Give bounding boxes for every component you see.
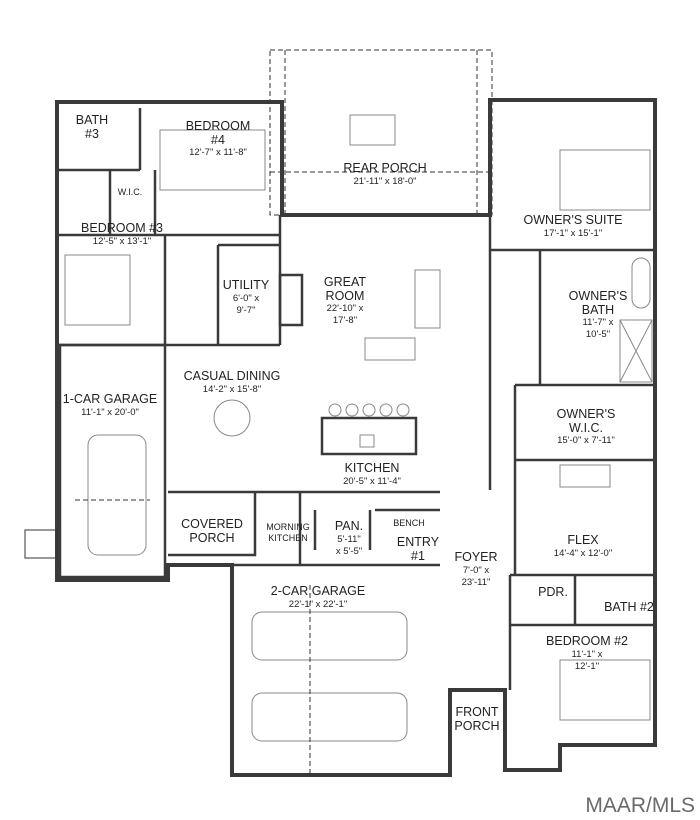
sofa-icon (559, 464, 611, 488)
casual-dining-dimensions: 14'-2" x 15'-8" (203, 384, 261, 395)
powder-label: PDR. (538, 585, 568, 599)
owners-suite-label: OWNER'S SUITE (524, 213, 623, 227)
rear-porch-outline (269, 49, 493, 216)
kitchen-dimensions: 20'-5" x 11'-4" (343, 476, 401, 487)
pantry-dimensions: 5'-11" (337, 534, 361, 545)
great-room-dimensions: 22'-10" x (327, 303, 364, 314)
sofa-icon (364, 337, 416, 361)
great-room-dimensions-2: 17'-8" (333, 315, 357, 326)
utility-dimensions-2: 9'-7" (237, 305, 256, 316)
bedroom-2-label: BEDROOM #2 (546, 634, 628, 648)
two-car-garage-dimensions: 22'-1" x 22'-1" (289, 599, 347, 610)
covered-porch-label-sub: PORCH (189, 531, 234, 545)
bedroom-4-label-sub: #4 (211, 133, 225, 147)
rear-porch-dimensions: 21'-11" x 18'-0" (353, 176, 416, 187)
owners-wic-dimensions: 15'-0" x 7'-11" (557, 435, 615, 446)
car-icon (251, 611, 408, 661)
owners-wic-label: OWNER'S (557, 407, 616, 421)
front-porch-label-sub: PORCH (454, 719, 499, 733)
one-car-garage-dimensions: 11'-1" x 20'-0" (81, 407, 139, 418)
foyer-dimensions-2: 23'-11" (462, 577, 491, 588)
rear-porch-label: REAR PORCH (343, 161, 426, 175)
dining-table (213, 399, 251, 437)
entry-1-label: ENTRY (397, 535, 440, 549)
kitchen-island (320, 416, 418, 456)
car-icon (87, 434, 147, 556)
owners-wic-label-sub: W.I.C. (569, 421, 603, 435)
walls (24, 49, 657, 777)
pantry-dimensions-2: x 5'-5" (336, 546, 362, 557)
owners-bath-dimensions: 11'-7" x (583, 317, 614, 328)
kitchen-label: KITCHEN (345, 461, 400, 475)
pantry-label: PAN. (335, 519, 363, 533)
bedroom-4-label: BEDROOM (186, 119, 251, 133)
bedroom-2-dimensions-2: 12'-1" (575, 661, 599, 672)
great-room-label: GREAT (324, 275, 366, 289)
bench-label: BENCH (393, 518, 425, 528)
morning-kitchen-label-sub: KITCHEN (268, 533, 308, 543)
bed-icon (159, 129, 266, 191)
morning-kitchen-label: MORNING (266, 522, 310, 532)
tub-icon (631, 257, 651, 309)
casual-dining-label: CASUAL DINING (184, 369, 281, 383)
shower-icon (619, 319, 653, 383)
foyer-dimensions: 7'-0" x (463, 565, 490, 576)
owners-bath-label: OWNER'S (569, 289, 628, 303)
fireplace-icon (278, 273, 304, 327)
bedroom-2-dimensions: 11'-1" x (572, 649, 603, 660)
car-icon (251, 692, 408, 742)
front-porch-label: FRONT (455, 705, 498, 719)
wic-label: W.I.C. (118, 187, 143, 197)
bed-icon (64, 254, 131, 326)
utility-dimensions: 6'-0" x (233, 293, 260, 304)
bath-3-label: BATH (76, 113, 108, 127)
great-room-label-sub: ROOM (326, 289, 365, 303)
utility-label: UTILITY (223, 278, 270, 292)
watermark: MAAR/MLS (585, 794, 695, 817)
flex-label: FLEX (567, 533, 599, 547)
two-car-garage-label: 2-CAR GARAGE (271, 584, 365, 598)
owners-bath-label-sub: BATH (582, 303, 614, 317)
bed-icon (559, 659, 651, 721)
sofa-icon (414, 269, 441, 329)
bedroom-4-dimensions: 12'-7" x 11'-8" (189, 147, 247, 158)
one-car-garage-label: 1-CAR GARAGE (63, 392, 157, 406)
flex-dimensions: 14'-4" x 12'-0" (554, 548, 612, 559)
bedroom-3-dimensions: 12'-5" x 13'-1" (93, 236, 151, 247)
entry-1-label-sub: #1 (411, 549, 425, 563)
bath-2-label: BATH #2 (604, 600, 654, 614)
bed-icon (559, 149, 651, 211)
owners-bath-dimensions-2: 10'-5" (586, 329, 610, 340)
covered-porch-label: COVERED (181, 517, 243, 531)
porch-table (349, 114, 396, 146)
owners-suite-dimensions: 17'-1" x 15'-1" (544, 228, 602, 239)
bedroom-3-label: BEDROOM #3 (81, 221, 163, 235)
foyer-label: FOYER (454, 550, 497, 564)
bath-3-label-sub: #3 (85, 127, 99, 141)
